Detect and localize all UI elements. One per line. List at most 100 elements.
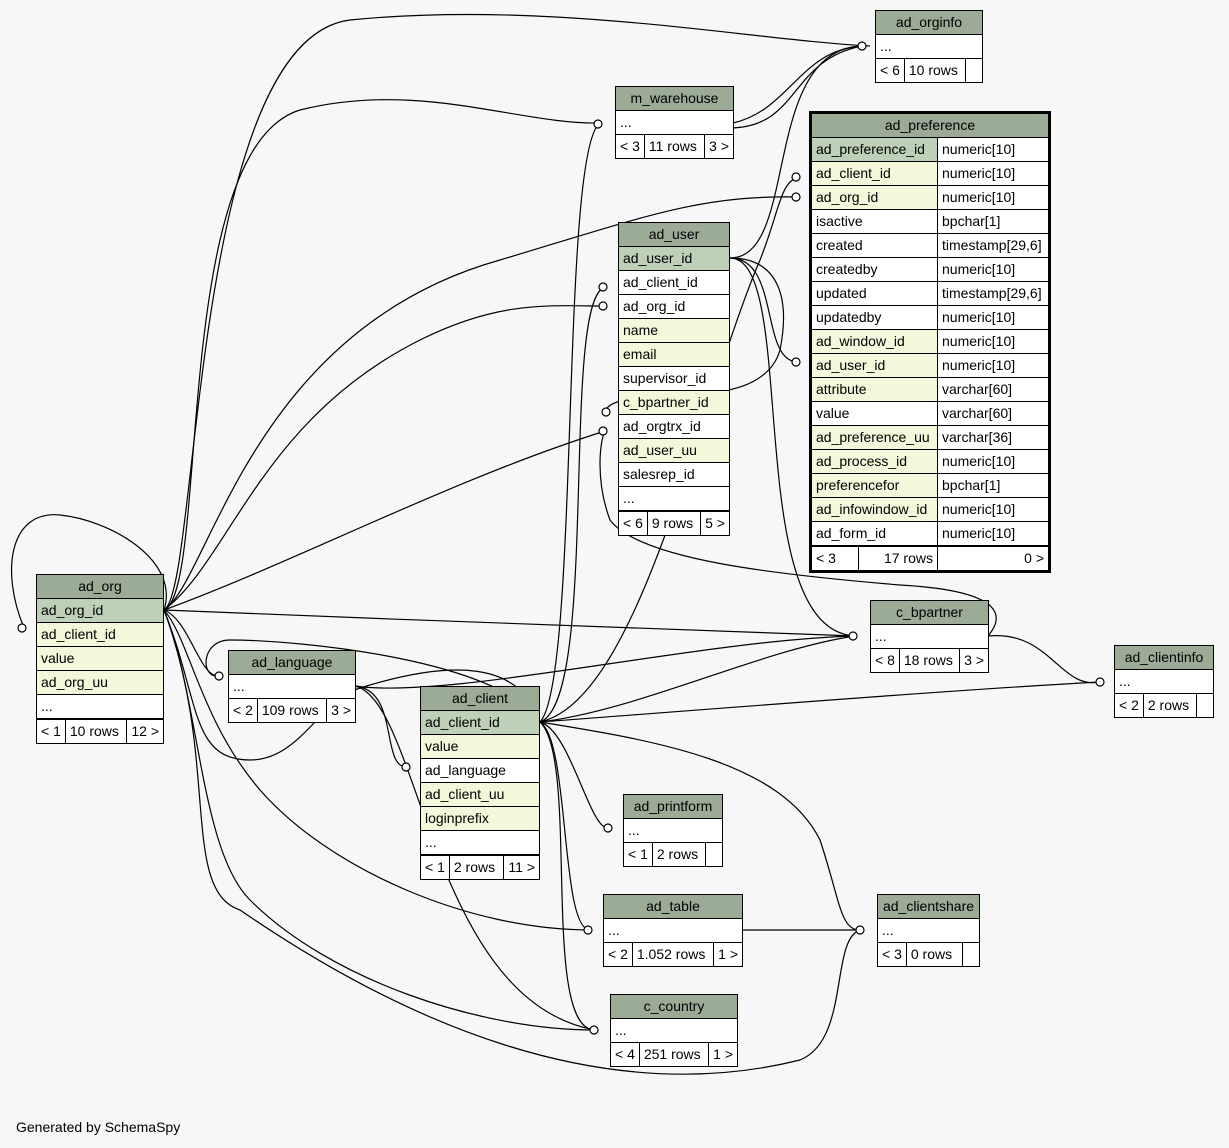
table-row: ad_org_uu: [37, 671, 163, 695]
table-row: ...: [604, 919, 742, 943]
table-ad_org[interactable]: ad_org ad_org_id ad_client_id value ad_o…: [36, 574, 164, 744]
table-row: ad_language: [421, 759, 539, 783]
table-title: ad_language: [229, 651, 355, 675]
edge-language-bpartner: [354, 635, 856, 689]
table-row: c_bpartner_id: [619, 391, 729, 415]
table-row: value: [421, 735, 539, 759]
table-row: ad_org_id: [619, 295, 729, 319]
edge-org-user: [163, 305, 606, 611]
table-row: ...: [229, 675, 355, 699]
edge-user-orginfo: [729, 45, 863, 259]
table-title: m_warehouse: [616, 87, 733, 111]
table-row: ad_user_id: [619, 247, 729, 271]
table-title: c_country: [611, 995, 737, 1019]
edge-client-table: [539, 721, 591, 931]
table-row: ad_client_id: [37, 623, 163, 647]
edge-warehouse-orginfo2: [732, 45, 863, 129]
edge-org-user-trx: [163, 430, 606, 611]
table-row: name: [619, 319, 729, 343]
edge-org-preference: [163, 196, 801, 611]
table-row: ...: [624, 819, 722, 843]
edge-client-country: [539, 721, 596, 1031]
edge-bpartner-clientinfo: [987, 635, 1101, 684]
table-ad_client[interactable]: ad_client ad_client_id value ad_language…: [420, 686, 540, 880]
table-title: ad_clientshare: [878, 895, 979, 919]
table-row: ad_user_uu: [619, 439, 729, 463]
edge-client-printform: [539, 721, 609, 829]
table-ad_user[interactable]: ad_user ad_user_id ad_client_id ad_org_i…: [618, 222, 730, 536]
table-row: ...: [1115, 670, 1213, 694]
table-row: ad_orgtrx_id: [619, 415, 729, 439]
table-row: ...: [876, 35, 982, 59]
edge-org-clientshare: [163, 609, 861, 1075]
table-row: ad_client_id: [619, 271, 729, 295]
edge-warehouse-orginfo: [732, 45, 863, 124]
edge-org-warehouse: [163, 99, 601, 611]
table-title: ad_orginfo: [876, 11, 982, 35]
edge-org-table: [163, 609, 591, 931]
table-row: ...: [421, 831, 539, 855]
edge-client-orgclient: [205, 639, 541, 723]
table-row: ...: [616, 111, 733, 135]
table-row: salesrep_id: [619, 463, 729, 487]
edge-user-preference: [729, 257, 798, 363]
table-row: ...: [878, 919, 979, 943]
table-row: email: [619, 343, 729, 367]
edge-org-language: [163, 609, 221, 677]
table-row: ...: [611, 1019, 737, 1043]
table-row: ad_org_id: [37, 599, 163, 623]
edge-language-client: [354, 685, 409, 768]
table-row: ad_client_id: [421, 711, 539, 735]
table-title: ad_client: [421, 687, 539, 711]
table-title: ad_preference: [812, 114, 1048, 138]
table-title: ad_user: [619, 223, 729, 247]
table-row: ...: [619, 487, 729, 511]
edge-org-orginfo: [163, 13, 871, 611]
table-row: value: [37, 647, 163, 671]
edge-client-user: [539, 286, 606, 723]
table-title: ad_clientinfo: [1115, 646, 1213, 670]
table-title: ad_printform: [624, 795, 722, 819]
edge-client-warehouse: [539, 122, 601, 723]
edge-client-bpartner: [539, 635, 856, 723]
generated-by-label: Generated by SchemaSpy: [16, 1119, 181, 1135]
edge-client-clientshare: [539, 721, 861, 931]
table-row: supervisor_id: [619, 367, 729, 391]
edge-user-bpartner: [729, 257, 856, 637]
table-row: loginprefix: [421, 807, 539, 831]
table-row: ...: [871, 625, 988, 649]
